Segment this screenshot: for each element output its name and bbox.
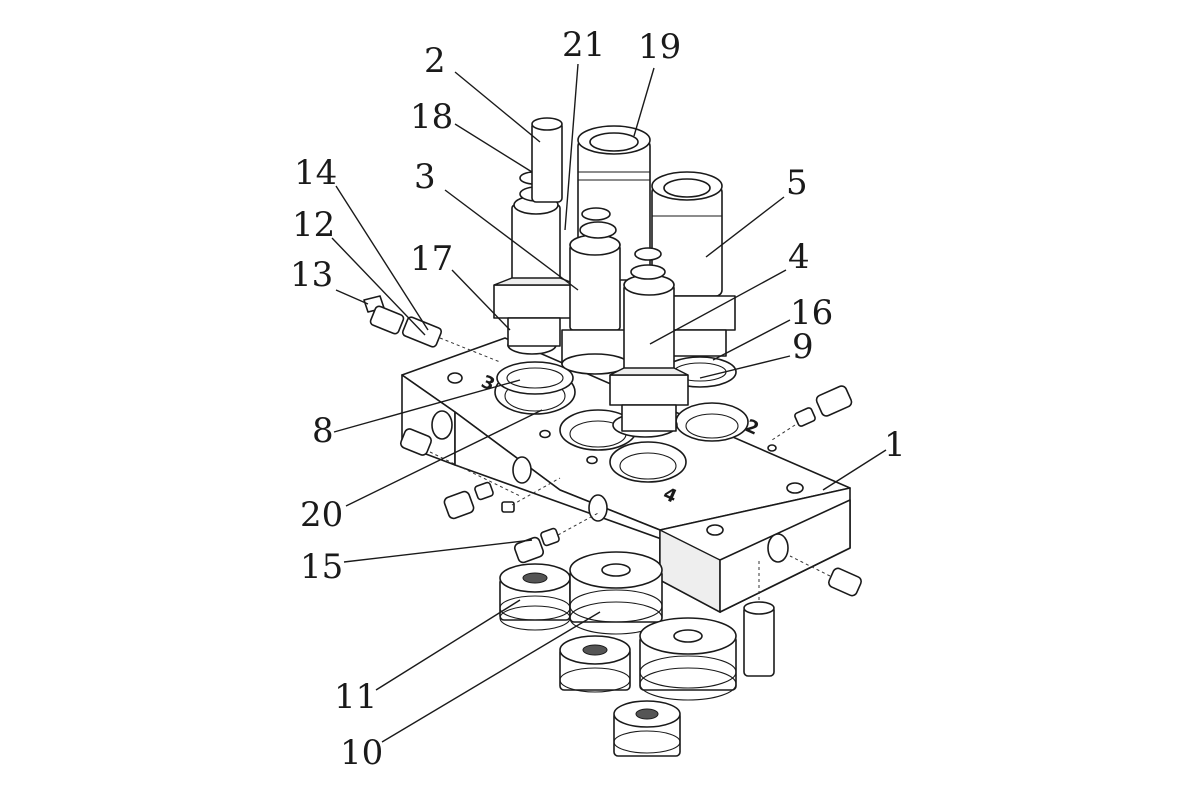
callout-14: 14 xyxy=(294,153,337,193)
bottom-valves xyxy=(499,551,775,757)
callout-labels: 1 2 3 4 5 8 9 10 11 12 13 14 15 16 17 18… xyxy=(290,25,906,773)
callout-12: 12 xyxy=(292,205,335,245)
cartridge-valve-center xyxy=(561,207,629,375)
leader-lines xyxy=(331,63,887,743)
plugs-left xyxy=(399,428,601,564)
callout-15: 15 xyxy=(300,547,343,587)
callout-18: 18 xyxy=(410,97,453,137)
callout-11: 11 xyxy=(334,677,377,717)
callout-2: 2 xyxy=(424,41,446,81)
cartridge-valve-left xyxy=(493,117,579,347)
callout-10: 10 xyxy=(340,733,383,773)
callout-3: 3 xyxy=(414,157,436,197)
callout-4: 4 xyxy=(788,237,810,277)
callout-8: 8 xyxy=(312,411,334,451)
coil-right xyxy=(651,171,736,357)
callout-19: 19 xyxy=(638,27,681,67)
plugs-right xyxy=(771,385,862,597)
callout-21: 21 xyxy=(562,25,605,65)
callout-1: 1 xyxy=(884,425,906,465)
callout-17: 17 xyxy=(410,239,453,279)
cartridge-valve-front xyxy=(609,247,689,432)
callout-9: 9 xyxy=(792,327,814,367)
callout-20: 20 xyxy=(300,495,343,535)
callout-13: 13 xyxy=(290,255,333,295)
callout-16: 16 xyxy=(790,293,833,333)
callout-5: 5 xyxy=(786,163,808,203)
